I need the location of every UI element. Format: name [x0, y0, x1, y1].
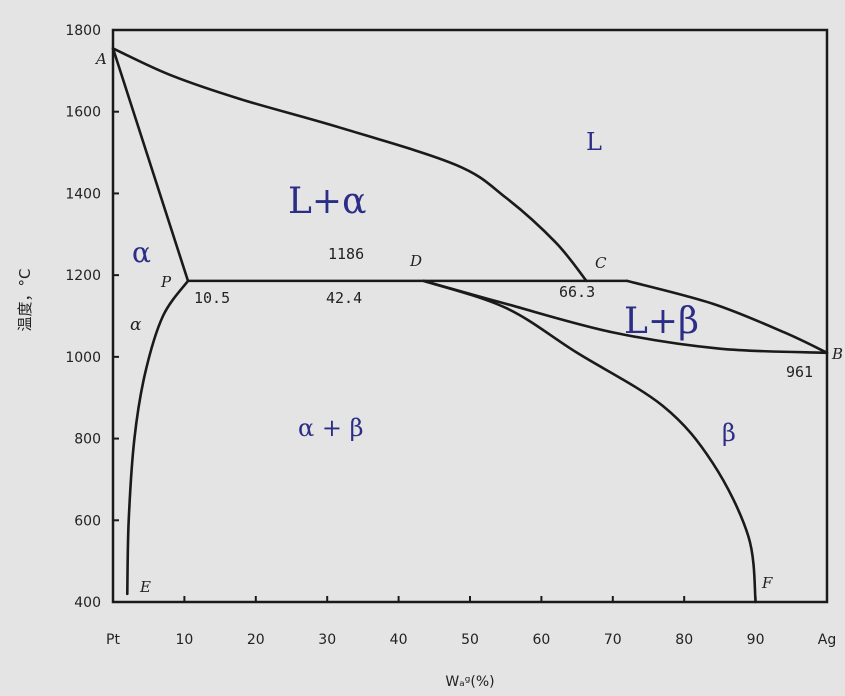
- phase-boundary-2: [111, 47, 190, 283]
- phase-label-alpha-beta: α + β: [298, 414, 363, 442]
- y-tick-label: 800: [74, 432, 101, 448]
- phase-boundaries: [111, 47, 829, 604]
- x-tick-label: 80: [675, 632, 693, 648]
- y-tick-label: 1400: [65, 186, 101, 202]
- annotation-10-5: 10.5: [194, 289, 230, 307]
- y-tick-label: 1000: [65, 350, 101, 366]
- annotation-961: 961: [786, 363, 813, 381]
- y-tick-label: 400: [74, 595, 101, 611]
- x-tick-label: 40: [390, 632, 408, 648]
- phase-boundary-1: [111, 47, 588, 283]
- y-tick-label: 1200: [65, 268, 101, 284]
- x-tick-label: 90: [747, 632, 765, 648]
- x-tick-label: Ag: [818, 632, 836, 648]
- annotation-66-3: 66.3: [559, 283, 595, 301]
- y-tick-label: 1600: [65, 105, 101, 121]
- y-axis: 1800 1600 1400 1200 1000 800 600 400: [65, 23, 119, 611]
- phase-label-liquid: L: [586, 128, 602, 156]
- x-axis-label: Wₐᵍ(%): [445, 674, 494, 690]
- point-label-c: C: [595, 254, 607, 272]
- point-label-e: E: [139, 578, 151, 596]
- x-tick-label: 20: [247, 632, 265, 648]
- point-label-f: F: [761, 574, 773, 592]
- phase-label-liquid-alpha: L+α: [288, 181, 366, 222]
- x-tick-label: 50: [461, 632, 479, 648]
- x-tick-label: 10: [175, 632, 193, 648]
- x-tick-label: 70: [604, 632, 622, 648]
- point-label-a: A: [94, 50, 107, 68]
- phase-label-liquid-beta: L+β: [624, 301, 699, 342]
- phase-boundary-6: [422, 279, 757, 604]
- phase-label-alpha: α: [132, 236, 151, 269]
- point-label-p: P: [160, 273, 172, 291]
- plot-frame: [111, 28, 829, 604]
- annotation-42-4: 42.4: [326, 289, 362, 307]
- annotation-1186: 1186: [328, 245, 364, 263]
- point-label-d: D: [409, 252, 422, 270]
- x-tick-label: 30: [318, 632, 336, 648]
- y-tick-label: 1800: [65, 23, 101, 39]
- phase-label-alpha-small: α: [130, 315, 142, 335]
- y-tick-label: 600: [74, 513, 101, 529]
- x-tick-label: 60: [532, 632, 550, 648]
- phase-boundary-7: [125, 279, 190, 596]
- x-tick-label: Pt: [106, 632, 120, 648]
- phase-label-beta: β: [722, 419, 736, 447]
- point-label-b: B: [831, 345, 843, 363]
- x-axis: Pt 10 20 30 40 50 60 70 80 90 Ag: [106, 596, 836, 648]
- y-axis-label: 温度，°C: [16, 269, 34, 332]
- phase-boundary-4: [625, 279, 829, 355]
